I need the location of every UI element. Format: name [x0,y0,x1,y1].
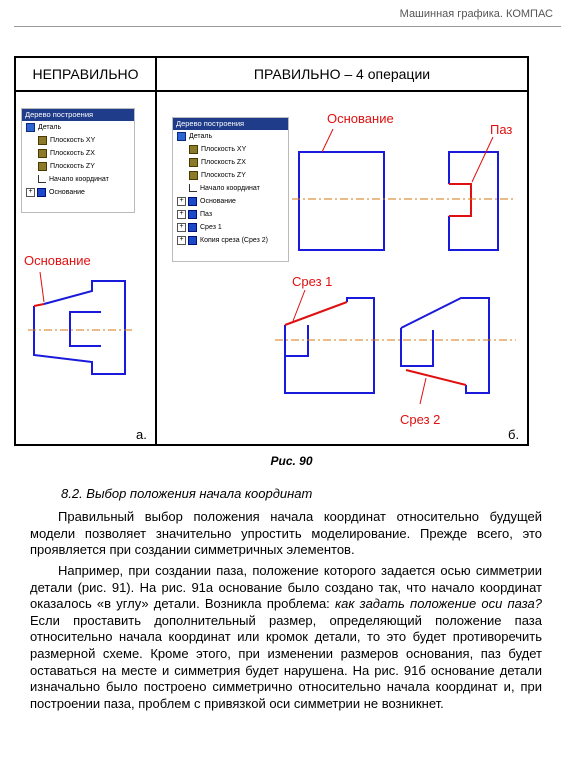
slot-leader [471,136,494,183]
expand-icon[interactable]: + [177,222,186,232]
plane-icon [189,157,198,167]
cut-icon [188,209,197,219]
tree-item-plane-zx[interactable]: Плоскость ZX [22,147,134,160]
cut2-leader [419,377,427,405]
tree-item-plane-zx[interactable]: Плоскость ZX [173,156,288,169]
left-base-edge [33,303,45,307]
base-leader [321,128,334,153]
annotation-cut2: Срез 2 [400,412,441,427]
cut1-part-outline [284,297,375,394]
slot-part-outline [448,151,499,251]
plane-icon [38,135,47,145]
origin-axes-icon [189,184,197,193]
tree-item-origin[interactable]: Начало координат [173,182,288,195]
tree-item-base[interactable]: +Основание [173,195,288,208]
heading-correct: ПРАВИЛЬНО – 4 операции [253,66,431,82]
tree-item-cut-copy[interactable]: +Копия среза (Срез 2) [173,234,288,247]
expand-icon[interactable]: + [177,196,186,206]
tree-item-cut1[interactable]: +Срез 1 [173,221,288,234]
part-icon [177,131,186,141]
annotation-left-base: Основание [24,253,91,268]
paragraph-2: Например, при создании паза, положение к… [30,563,542,711]
model-tree-right: Дерево построения Деталь Плоскость XY Пл… [172,117,289,262]
table-row-divider [16,90,527,92]
annotation-slot: Паз [490,122,513,137]
table-column-divider [155,58,157,444]
tree-item-part[interactable]: Деталь [173,130,288,143]
base-square [298,151,385,251]
question-emphasis: как задать положение оси паза? [334,596,542,612]
left-leader [39,271,45,303]
expand-icon[interactable]: + [26,187,35,197]
figure-caption: Рис. 90 [270,454,313,468]
label-b: б. [508,427,520,442]
plane-icon [189,170,198,180]
slot-cut-edge [449,183,472,217]
annotation-base: Основание [327,111,394,126]
tree-title: Дерево построения [173,118,288,130]
left-part-outline [33,280,126,375]
figure-table: НЕПРАВИЛЬНО ПРАВИЛЬНО – 4 операции [14,56,529,446]
cut-icon [188,222,197,232]
left-slot-outline [69,311,101,347]
tree-item-base[interactable]: +Основание [22,186,134,199]
tree-item-origin[interactable]: Начало координат [22,173,134,186]
plane-icon [189,144,198,154]
plane-icon [38,161,47,171]
plane-icon [38,148,47,158]
tree-item-slot[interactable]: +Паз [173,208,288,221]
mirror-icon [188,235,197,245]
tree-item-plane-zy[interactable]: Плоскость ZY [22,160,134,173]
extrude-icon [188,196,197,206]
label-a: а. [136,427,147,442]
tree-item-plane-xy[interactable]: Плоскость XY [22,134,134,147]
tree-item-plane-zy[interactable]: Плоскость ZY [173,169,288,182]
running-header: Машинная графика. КОМПАС [399,8,553,20]
heading-wrong: НЕПРАВИЛЬНО [32,66,139,82]
header-rule [14,26,561,27]
part-icon [26,122,35,132]
cut2-edge [405,369,467,386]
section-title: 8.2. Выбор положения начала координат [61,486,313,501]
paragraph-1: Правильный выбор положения начала коорди… [30,509,542,558]
tree-item-part[interactable]: Деталь [22,121,134,134]
tree-title: Дерево построения [22,109,134,121]
tree-item-plane-xy[interactable]: Плоскость XY [173,143,288,156]
expand-icon[interactable]: + [177,209,186,219]
cut1-leader [292,289,306,322]
expand-icon[interactable]: + [177,235,186,245]
cut2-part-outline [400,297,490,394]
origin-axes-icon [38,175,46,184]
cut2-slot-outline [400,328,434,367]
model-tree-left: Дерево построения Деталь Плоскость XY Пл… [21,108,135,213]
cut1-edge [284,301,348,326]
annotation-cut1: Срез 1 [292,274,333,289]
extrude-icon [37,187,46,197]
